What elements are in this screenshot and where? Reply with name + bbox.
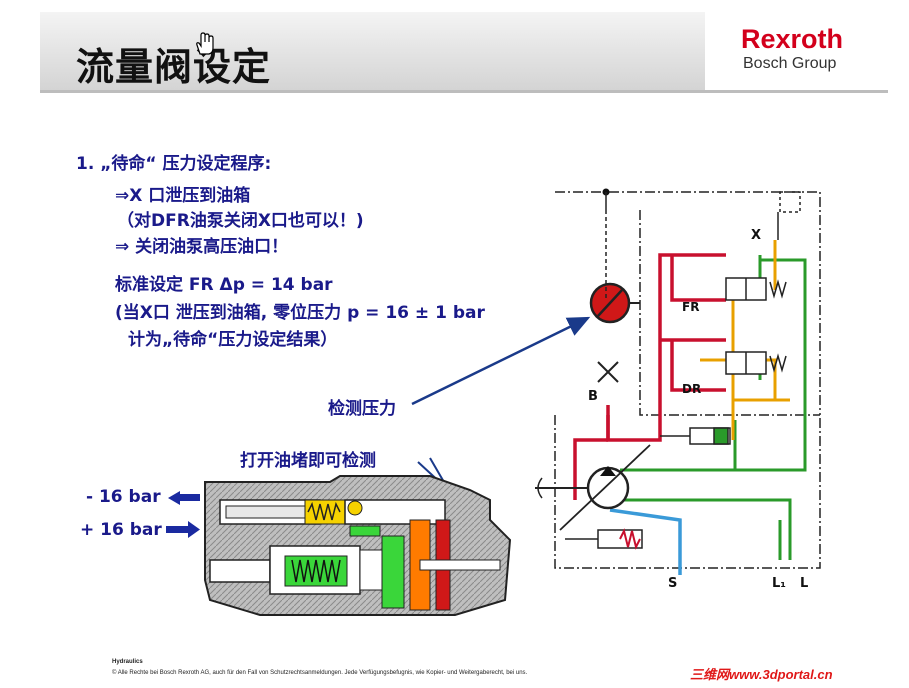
open-plug-label: 打开油堵即可检测: [240, 451, 376, 471]
port-x-label: X: [751, 228, 762, 243]
pressure-gauge-icon: [589, 282, 640, 324]
instruction-line-1: ⇒X 口泄压到油箱: [115, 186, 251, 206]
logo: [707, 12, 888, 90]
step-heading: 1. „待命“ 压力设定程序:: [76, 154, 272, 174]
port-l1-label: L₁: [772, 576, 786, 591]
header-band: [40, 12, 705, 90]
logo-brand: Rexroth: [741, 24, 844, 54]
dr-valve: [725, 351, 787, 375]
instruction-line-2: （对DFR油泵关闭X口也可以！): [117, 211, 364, 231]
port-b-label: B: [588, 389, 598, 404]
instruction-line-6: 计为„待命“压力设定结果）: [128, 330, 338, 350]
hand-cursor-icon: [196, 32, 214, 55]
port-b-cross-icon: [597, 361, 619, 383]
measure-arrow: [411, 316, 591, 406]
measure-pressure-label: 检测压力: [328, 399, 396, 419]
port-l-label: L: [800, 576, 809, 591]
pump-icon: [535, 444, 651, 531]
dr-label: DR: [682, 382, 702, 396]
port-s-label: S: [668, 576, 678, 591]
header-divider: [40, 90, 888, 93]
page-title: 流量阀设定: [76, 45, 272, 89]
plus-arrow-icon: [166, 521, 200, 538]
plus-16-bar-label: + 16 bar: [80, 520, 162, 540]
fr-label: FR: [682, 300, 700, 314]
minus-arrow-icon: [168, 491, 200, 505]
valve-cutaway: [204, 475, 512, 616]
minus-16-bar-label: - 16 bar: [86, 487, 161, 507]
watermark: 三维网www.3dportal.cn: [690, 667, 833, 682]
logo-group: Bosch Group: [743, 55, 837, 72]
instruction-line-5: (当X口 泄压到油箱, 零位压力 p = 16 ± 1 bar: [115, 303, 485, 323]
instruction-line-3: ⇒ 关闭油泵高压油口！: [115, 237, 289, 257]
instruction-line-4: 标准设定 FR Δp = 14 bar: [115, 275, 333, 295]
control-cylinder: [660, 427, 731, 445]
spring-cylinder: [565, 528, 643, 550]
fr-valve: [725, 277, 787, 301]
footer-section: Hydraulics: [112, 659, 143, 665]
footer-copyright: © Alle Rechte bei Bosch Rexroth AG, auch…: [112, 670, 528, 676]
